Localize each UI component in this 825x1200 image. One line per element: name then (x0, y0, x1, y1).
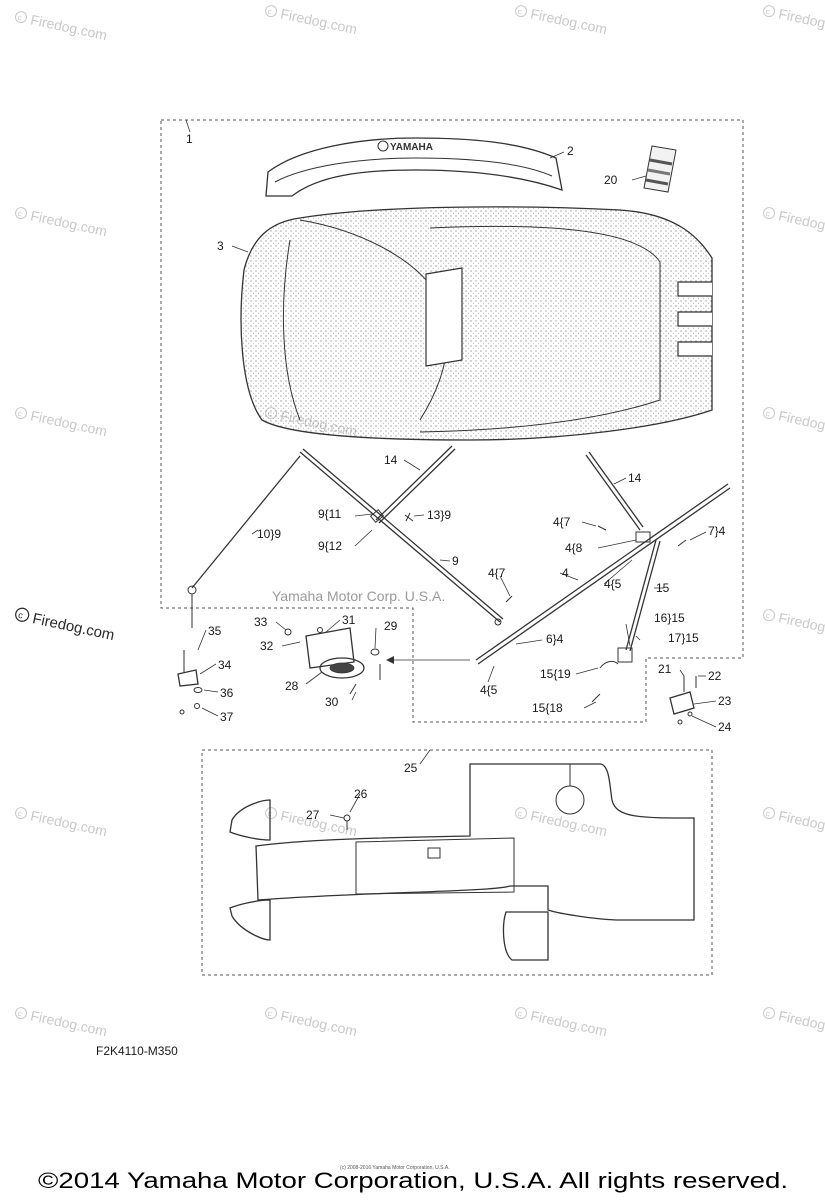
callout-35: 35 (208, 624, 222, 638)
callout-17-15: 17}15 (668, 631, 699, 645)
callout-1: 1 (186, 132, 193, 146)
callout-9-11: 9{11 (318, 507, 341, 521)
callout-13-9: 13}9 (427, 508, 451, 522)
callout-7-4: 7}4 (708, 524, 726, 538)
copyright-notice: ©2014 Yamaha Motor Corporation, U.S.A. A… (38, 1168, 788, 1193)
hinge-bracket (284, 627, 381, 695)
brand-logo-text: YAMAHA (390, 142, 433, 153)
callout-36: 36 (220, 686, 234, 700)
callout-34: 34 (218, 658, 232, 672)
callout-4-7-lower: 4{7 (488, 566, 506, 580)
callout-31: 31 (342, 613, 356, 627)
callout-21: 21 (658, 662, 672, 676)
watermark-label: Firedog.com (279, 1007, 358, 1039)
callout-2: 2 (567, 144, 574, 158)
callout-6-4: 6}4 (546, 632, 564, 646)
callout-29: 29 (384, 619, 398, 633)
watermark-label: Firedog.com (31, 610, 116, 644)
callout-25: 25 (404, 761, 418, 775)
label-tag (643, 145, 677, 193)
watermark-label: Firedog.com (777, 807, 825, 839)
callout-4-5-lower: 4{5 (480, 683, 498, 697)
callout-22: 22 (708, 669, 722, 683)
callout-4-7-upper: 4{7 (553, 515, 571, 529)
leader-lines (185, 119, 717, 819)
storage-bag: YAMAHA (265, 137, 563, 197)
callout-23: 23 (718, 694, 732, 708)
watermark-label: Firedog.com (29, 207, 108, 239)
watermark-label: Firedog.com (777, 407, 825, 439)
group-box-deck-mats (201, 749, 713, 976)
callout-32: 32 (260, 639, 274, 653)
callout-14-right: 14 (628, 471, 642, 485)
watermark-label: Firedog.com (777, 5, 825, 37)
callout-9: 9 (452, 554, 459, 568)
connection-arrow (386, 656, 470, 664)
watermark-label: Firedog.com (529, 807, 608, 839)
callout-27: 27 (306, 808, 320, 822)
fine-print: (c) 2008-2016 Yamaha Motor Corporation, … (340, 1165, 450, 1171)
callouts: 1 2 20 3 14 14 10}9 9{11 13}9 9{12 9 4{7… (186, 132, 732, 822)
callout-28: 28 (285, 679, 299, 693)
callout-24: 24 (718, 720, 732, 734)
watermark-label: Firedog.com (777, 1007, 825, 1039)
base-fitting (177, 650, 203, 715)
callout-14-left: 14 (384, 453, 398, 467)
svg-text:c: c (17, 610, 24, 621)
callout-37: 37 (220, 710, 234, 724)
callout-26: 26 (354, 787, 368, 801)
watermark-label: Firedog.com (29, 1007, 108, 1039)
frame-poles (187, 445, 731, 703)
callout-10-9: 10}9 (257, 527, 281, 541)
diagram-code: F2K4110-M350 (96, 1044, 178, 1058)
watermark-label: Firedog.com (29, 407, 108, 439)
callout-15-19: 15{19 (540, 667, 571, 681)
watermark-label: Firedog.com (777, 609, 825, 641)
group-box-cover-assembly (160, 119, 744, 723)
watermark-label: Firedog.com (777, 207, 825, 239)
callout-3: 3 (217, 239, 224, 253)
callout-30: 30 (325, 695, 339, 709)
deck-mats (229, 763, 695, 961)
callout-4-5-upper: 4{5 (604, 577, 622, 591)
callout-16-15: 16}15 (654, 611, 685, 625)
callout-9-12: 9{12 (318, 539, 342, 553)
boat-cover (240, 206, 713, 441)
callout-33: 33 (254, 615, 268, 629)
mount-bracket (669, 676, 697, 725)
callout-4: 4 (562, 566, 569, 580)
watermark-label: Firedog.com (29, 11, 108, 43)
callout-15-18: 15{18 (532, 701, 563, 715)
callout-4-8: 4{8 (565, 541, 583, 555)
callout-15: 15 (656, 581, 670, 595)
watermark-prominent: c Firedog.com (15, 607, 116, 644)
watermark-label: Firedog.com (529, 1007, 608, 1039)
watermark-label: Firedog.com (29, 807, 108, 839)
yamaha-logo: YAMAHA (377, 140, 433, 153)
callout-20: 20 (604, 173, 618, 187)
watermark-label: Firedog.com (279, 5, 358, 37)
watermark-label: Firedog.com (529, 5, 608, 37)
center-watermark: Yamaha Motor Corp. U.S.A. (272, 588, 445, 604)
